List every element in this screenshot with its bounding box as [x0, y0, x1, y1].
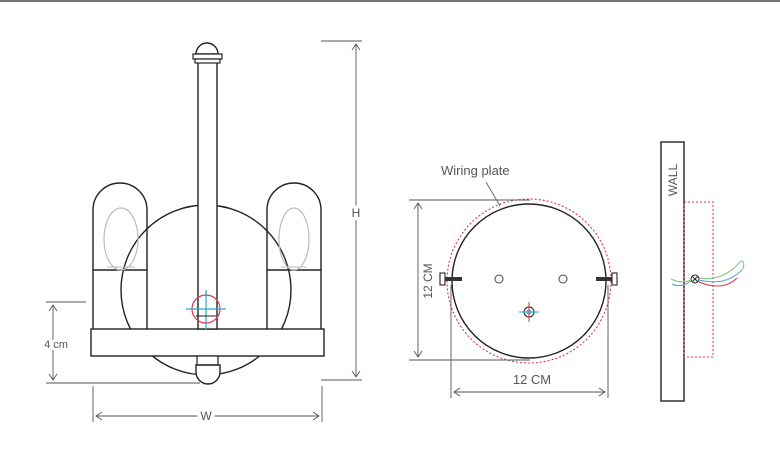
left-bulb: [103, 207, 139, 271]
wall-side-view: WALL: [660, 141, 745, 402]
junction-screw-icon: [690, 274, 700, 284]
plate-height-dimension: 12 CM: [409, 199, 530, 361]
plate-width-dimension: 12 CM: [450, 285, 609, 398]
wiring-plate-label: Wiring plate: [441, 163, 510, 178]
plate-center-crosshair-icon: [519, 302, 539, 322]
plate-hole-left: [494, 274, 504, 284]
bottom-offset-dimension: 4 cm: [41, 301, 200, 384]
front-view: [90, 42, 325, 385]
wiring-plate-view: Wiring plate: [439, 163, 618, 364]
central-rod: [197, 61, 218, 330]
mount-crosshair-icon: [186, 290, 226, 330]
base-bar: [90, 328, 325, 357]
wires-icon: [670, 260, 745, 287]
height-label: H: [352, 206, 361, 220]
width-dimension: W: [92, 386, 323, 427]
wall-label: WALL: [666, 164, 680, 197]
wiring-plate: [451, 203, 607, 359]
top-finial: [195, 42, 219, 55]
width-label: W: [200, 409, 212, 423]
plate-width-label: 12 CM: [513, 372, 551, 387]
right-screw-icon: [596, 272, 618, 286]
left-screw-icon: [439, 272, 462, 286]
height-dimension: H: [321, 40, 363, 381]
right-shade: [266, 182, 322, 330]
left-shade: [92, 182, 148, 330]
wiring-plate-outline: [446, 198, 612, 364]
bottom-finial: [195, 364, 221, 385]
plate-height-label: 12 CM: [421, 263, 435, 298]
plate-hole-right: [558, 274, 568, 284]
right-bulb: [278, 207, 310, 271]
wall-strip: [660, 141, 685, 402]
bottom-offset-label: 4 cm: [44, 339, 68, 351]
